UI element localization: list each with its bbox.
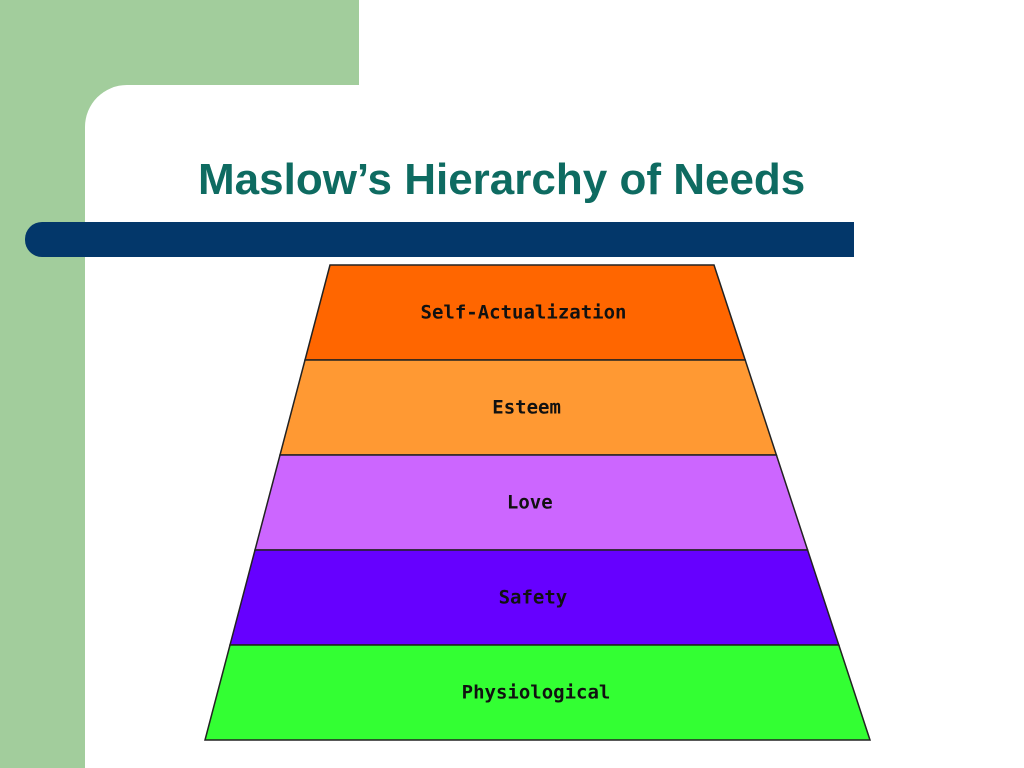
pyramid-label-physiological: Physiological xyxy=(462,682,611,704)
pyramid-label-love: Love xyxy=(507,492,553,514)
slide-title: Maslow’s Hierarchy of Needs xyxy=(198,155,806,204)
pyramid-label-esteem: Esteem xyxy=(492,397,561,419)
pyramid-label-safety: Safety xyxy=(499,587,568,609)
pyramid-label-self-actualization: Self-Actualization xyxy=(421,302,627,324)
pyramid-labels: Self-ActualizationEsteemLoveSafetyPhysio… xyxy=(421,302,627,704)
pyramid-level-physiological xyxy=(204,644,872,741)
pyramid-layers xyxy=(204,264,872,741)
title-underline-bar xyxy=(25,222,854,257)
